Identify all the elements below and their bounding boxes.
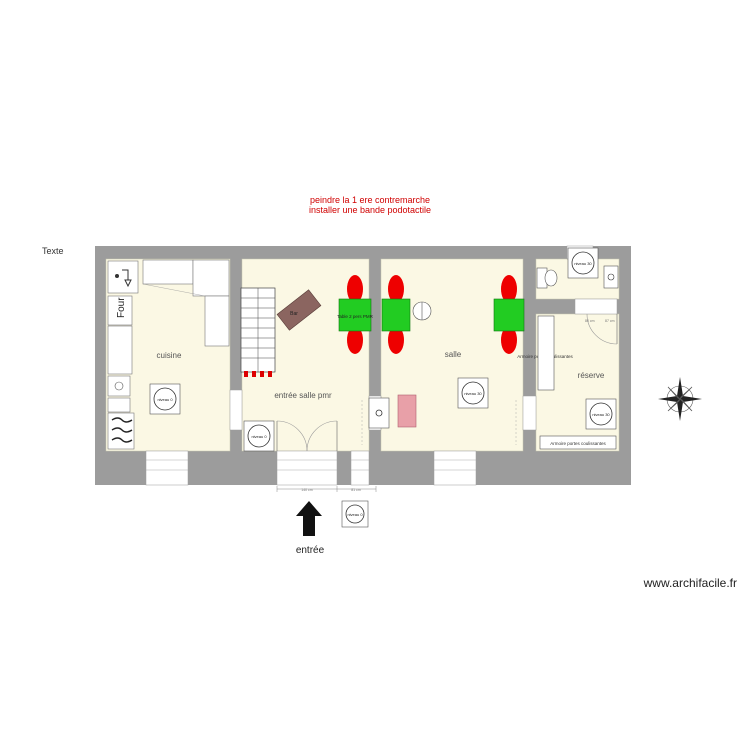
armoire-reserve-label: Armoire portes coulissantes [550,441,606,446]
room-label-entree: entrée salle pmr [274,391,332,400]
level-text-reserve: niveau 30 [592,412,610,417]
bar-counter: Bar [276,289,322,331]
level-marker-reserve: niveau 30 [585,398,617,430]
dim-reserve-1: 80 cm [585,319,595,323]
level-text-cuisine: niveau 0 [157,397,173,402]
level-marker-entree: niveau 0 [243,420,275,452]
opening-wc-reserve [574,298,618,315]
opening-salle-reserve [522,395,537,431]
entry-door-opening [276,450,338,486]
level-text-exterior: niveau 0 [347,512,363,517]
appliance-small [107,375,131,397]
annotation-line-2: installer une bande podotactile [309,205,431,215]
kitchen-cabinet [107,397,131,413]
wc-sink-icon [603,265,619,289]
room-label-cuisine: cuisine [157,351,182,360]
oven-label: Four [116,297,127,318]
staircase [240,287,276,377]
dim-entrance-2: 81 cm [351,488,361,492]
annotation-line-1: peindre la 1 ere contremarche [310,195,430,205]
window-side-entree [350,450,370,486]
stove-icon [107,412,135,450]
level-marker-exterior: niveau 0 [341,500,369,528]
room-label-salle: salle [445,350,462,359]
sink-salle [368,397,390,429]
stool [412,301,432,321]
level-marker-wc: niveau 30 [567,247,599,279]
toilet-icon [536,267,558,289]
table-salle-left [381,275,411,354]
level-text-wc: niveau 30 [574,261,592,266]
level-text-entree: niveau 0 [251,434,267,439]
armoire-reserve [539,435,617,450]
armoire-reserve-vertical [537,315,555,391]
opening-cuisine-entree [229,389,243,431]
kitchen-counters [142,259,230,347]
entrance-label: entrée [296,545,325,556]
level-text-salle: niveau 30 [464,391,482,396]
fridge [107,325,133,375]
dimension-marks-vertical [361,400,517,445]
faucet-icon [107,260,139,294]
window-cuisine [145,450,189,486]
dimension-line-entrance: 140 cm 81 cm [276,486,377,492]
compass-rose-icon [658,377,702,421]
room-label-reserve: réserve [578,371,605,380]
table-salle-right [493,275,525,354]
dim-reserve-2: 87 cm [605,319,615,323]
texte-label: Texte [42,246,64,256]
window-salle [433,450,477,486]
entry-double-door [276,420,338,452]
pink-furniture [397,394,417,428]
oven [107,295,133,326]
level-marker-salle: niveau 30 [457,377,489,409]
table-pmr: Table 2 pers PMR [337,275,374,354]
reserve-door [586,313,618,345]
website-credit: www.archifacile.fr [643,576,737,590]
entrance-arrow-icon [296,501,322,536]
table-label: Table 2 pers PMR [337,314,374,319]
dim-entrance-1: 140 cm [301,488,313,492]
level-marker-cuisine: niveau 0 [149,383,181,415]
bar-label: Bar [290,311,298,317]
